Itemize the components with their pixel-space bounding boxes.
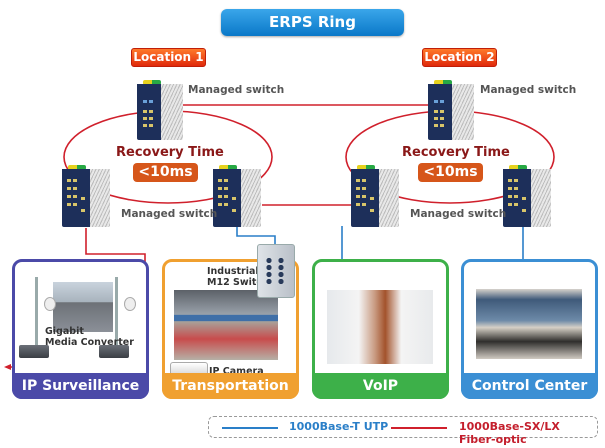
- ip-camera-icon: [44, 297, 56, 311]
- m12-switch-label: Industrial M12 Switch: [207, 266, 269, 288]
- switch-label: Managed switch: [121, 208, 218, 220]
- switch-label: Managed switch: [188, 84, 285, 96]
- managed-switch-icon: [62, 165, 110, 227]
- diagram-title: ERPS Ring Technology: [221, 9, 404, 58]
- recovery-time-value: <10ms: [418, 163, 483, 182]
- voip-label: VoIP: [312, 373, 449, 399]
- industrial-m12-switch-icon: [257, 244, 295, 298]
- transportation-label: Transportation: [162, 373, 299, 399]
- location-2-badge: Location 2: [422, 48, 497, 67]
- arrow-icon: [4, 364, 11, 370]
- panel-transportation: Industrial M12 Switch IP Camera Transpor…: [162, 259, 299, 399]
- utp-to-transportation: [236, 226, 276, 246]
- managed-switch-icon: [213, 165, 261, 227]
- fiber-line-swatch: [391, 427, 447, 429]
- switch-label: Managed switch: [410, 208, 507, 220]
- utp-legend-label: 1000Base-T UTP: [289, 420, 389, 433]
- label-line: Media Converter: [45, 337, 134, 348]
- panel-control-center: Control Center: [461, 259, 598, 399]
- train-station-photo: [174, 290, 278, 360]
- control-room-photo: [476, 289, 582, 359]
- fiber-legend-label: 1000Base-SX/LX Fiber-optic: [459, 420, 560, 446]
- highway-photo: [53, 282, 113, 332]
- control-center-label: Control Center: [461, 373, 598, 399]
- legend: 1000Base-T UTP 1000Base-SX/LX Fiber-opti…: [208, 416, 598, 446]
- label-line: Gigabit: [45, 326, 84, 337]
- recovery-time-value: <10ms: [133, 163, 198, 182]
- recovery-time-label: Recovery Time: [402, 145, 510, 160]
- ip-camera-icon: [124, 297, 136, 311]
- ip-surveillance-label: IP Surveillance: [12, 373, 149, 399]
- ip-camera-label: IP Camera: [209, 366, 264, 377]
- managed-switch-icon: [351, 165, 399, 227]
- media-converter-label: Gigabit Media Converter: [45, 326, 134, 348]
- camera-pole-icon: [115, 277, 118, 349]
- panel-voip: VoIP: [312, 259, 449, 399]
- location-1-badge: Location 1: [131, 48, 206, 67]
- camera-pole-icon: [35, 277, 38, 349]
- call-center-photo: [327, 290, 433, 364]
- managed-switch-icon: [137, 80, 183, 140]
- managed-switch-icon: [428, 80, 474, 140]
- utp-line-swatch: [222, 427, 278, 429]
- switch-label: Managed switch: [480, 84, 577, 96]
- recovery-time-label: Recovery Time: [116, 145, 224, 160]
- media-converter-icon: [99, 345, 129, 358]
- managed-switch-icon: [503, 165, 551, 227]
- media-converter-icon: [19, 345, 49, 358]
- panel-ip-surveillance: Gigabit Media Converter IP Surveillance: [12, 259, 149, 399]
- label-line: Industrial: [207, 266, 259, 277]
- label-line: M12 Switch: [207, 277, 269, 288]
